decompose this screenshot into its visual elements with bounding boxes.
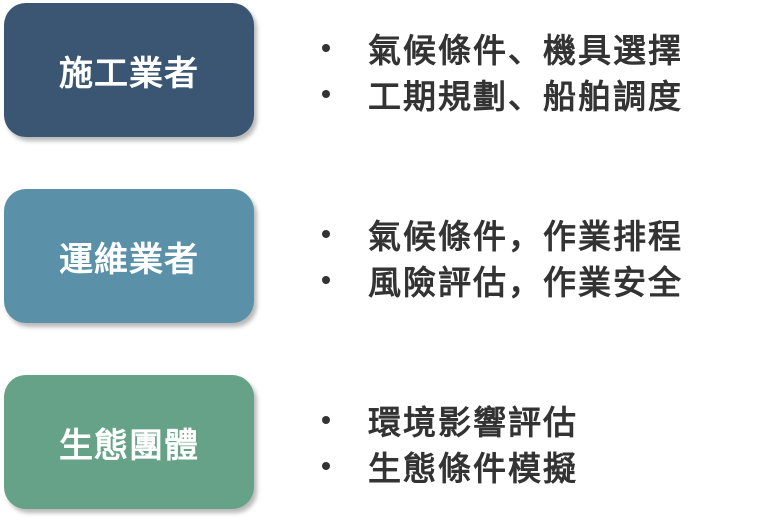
list-item-text: 氣候條件，作業排程	[368, 217, 683, 256]
list-item-text: 風險評估，作業安全	[368, 263, 683, 302]
bullet-dot-icon	[322, 230, 330, 238]
bullet-dot-icon	[322, 44, 330, 52]
ecology-label: 生態團體	[59, 425, 199, 466]
list-item-text: 生態條件模擬	[368, 449, 578, 488]
list-item: 工期規劃、船舶調度	[318, 71, 683, 117]
ecology-box: 生態團體	[4, 375, 254, 509]
list-item: 氣候條件，作業排程	[318, 211, 683, 257]
bullet-dot-icon	[322, 416, 330, 424]
operations-bullet-list: 氣候條件，作業排程 風險評估，作業安全	[318, 211, 683, 303]
group-construction: 施工業者 氣候條件、機具選擇 工期規劃、船舶調度	[0, 3, 770, 143]
bullet-dot-icon	[322, 462, 330, 470]
list-item: 風險評估，作業安全	[318, 257, 683, 303]
bullet-dot-icon	[322, 276, 330, 284]
group-operations: 運維業者 氣候條件，作業排程 風險評估，作業安全	[0, 189, 770, 329]
list-item-text: 環境影響評估	[368, 403, 578, 442]
construction-bullet-list: 氣候條件、機具選擇 工期規劃、船舶調度	[318, 25, 683, 117]
ecology-bullet-list: 環境影響評估 生態條件模擬	[318, 397, 578, 489]
list-item-text: 工期規劃、船舶調度	[368, 77, 683, 116]
list-item: 環境影響評估	[318, 397, 578, 443]
list-item: 氣候條件、機具選擇	[318, 25, 683, 71]
bullet-dot-icon	[322, 90, 330, 98]
operations-box: 運維業者	[4, 189, 254, 323]
list-item: 生態條件模擬	[318, 443, 578, 489]
group-ecology: 生態團體 環境影響評估 生態條件模擬	[0, 375, 770, 515]
operations-label: 運維業者	[59, 239, 199, 280]
construction-box: 施工業者	[4, 3, 254, 137]
list-item-text: 氣候條件、機具選擇	[368, 31, 683, 70]
construction-label: 施工業者	[59, 53, 199, 94]
